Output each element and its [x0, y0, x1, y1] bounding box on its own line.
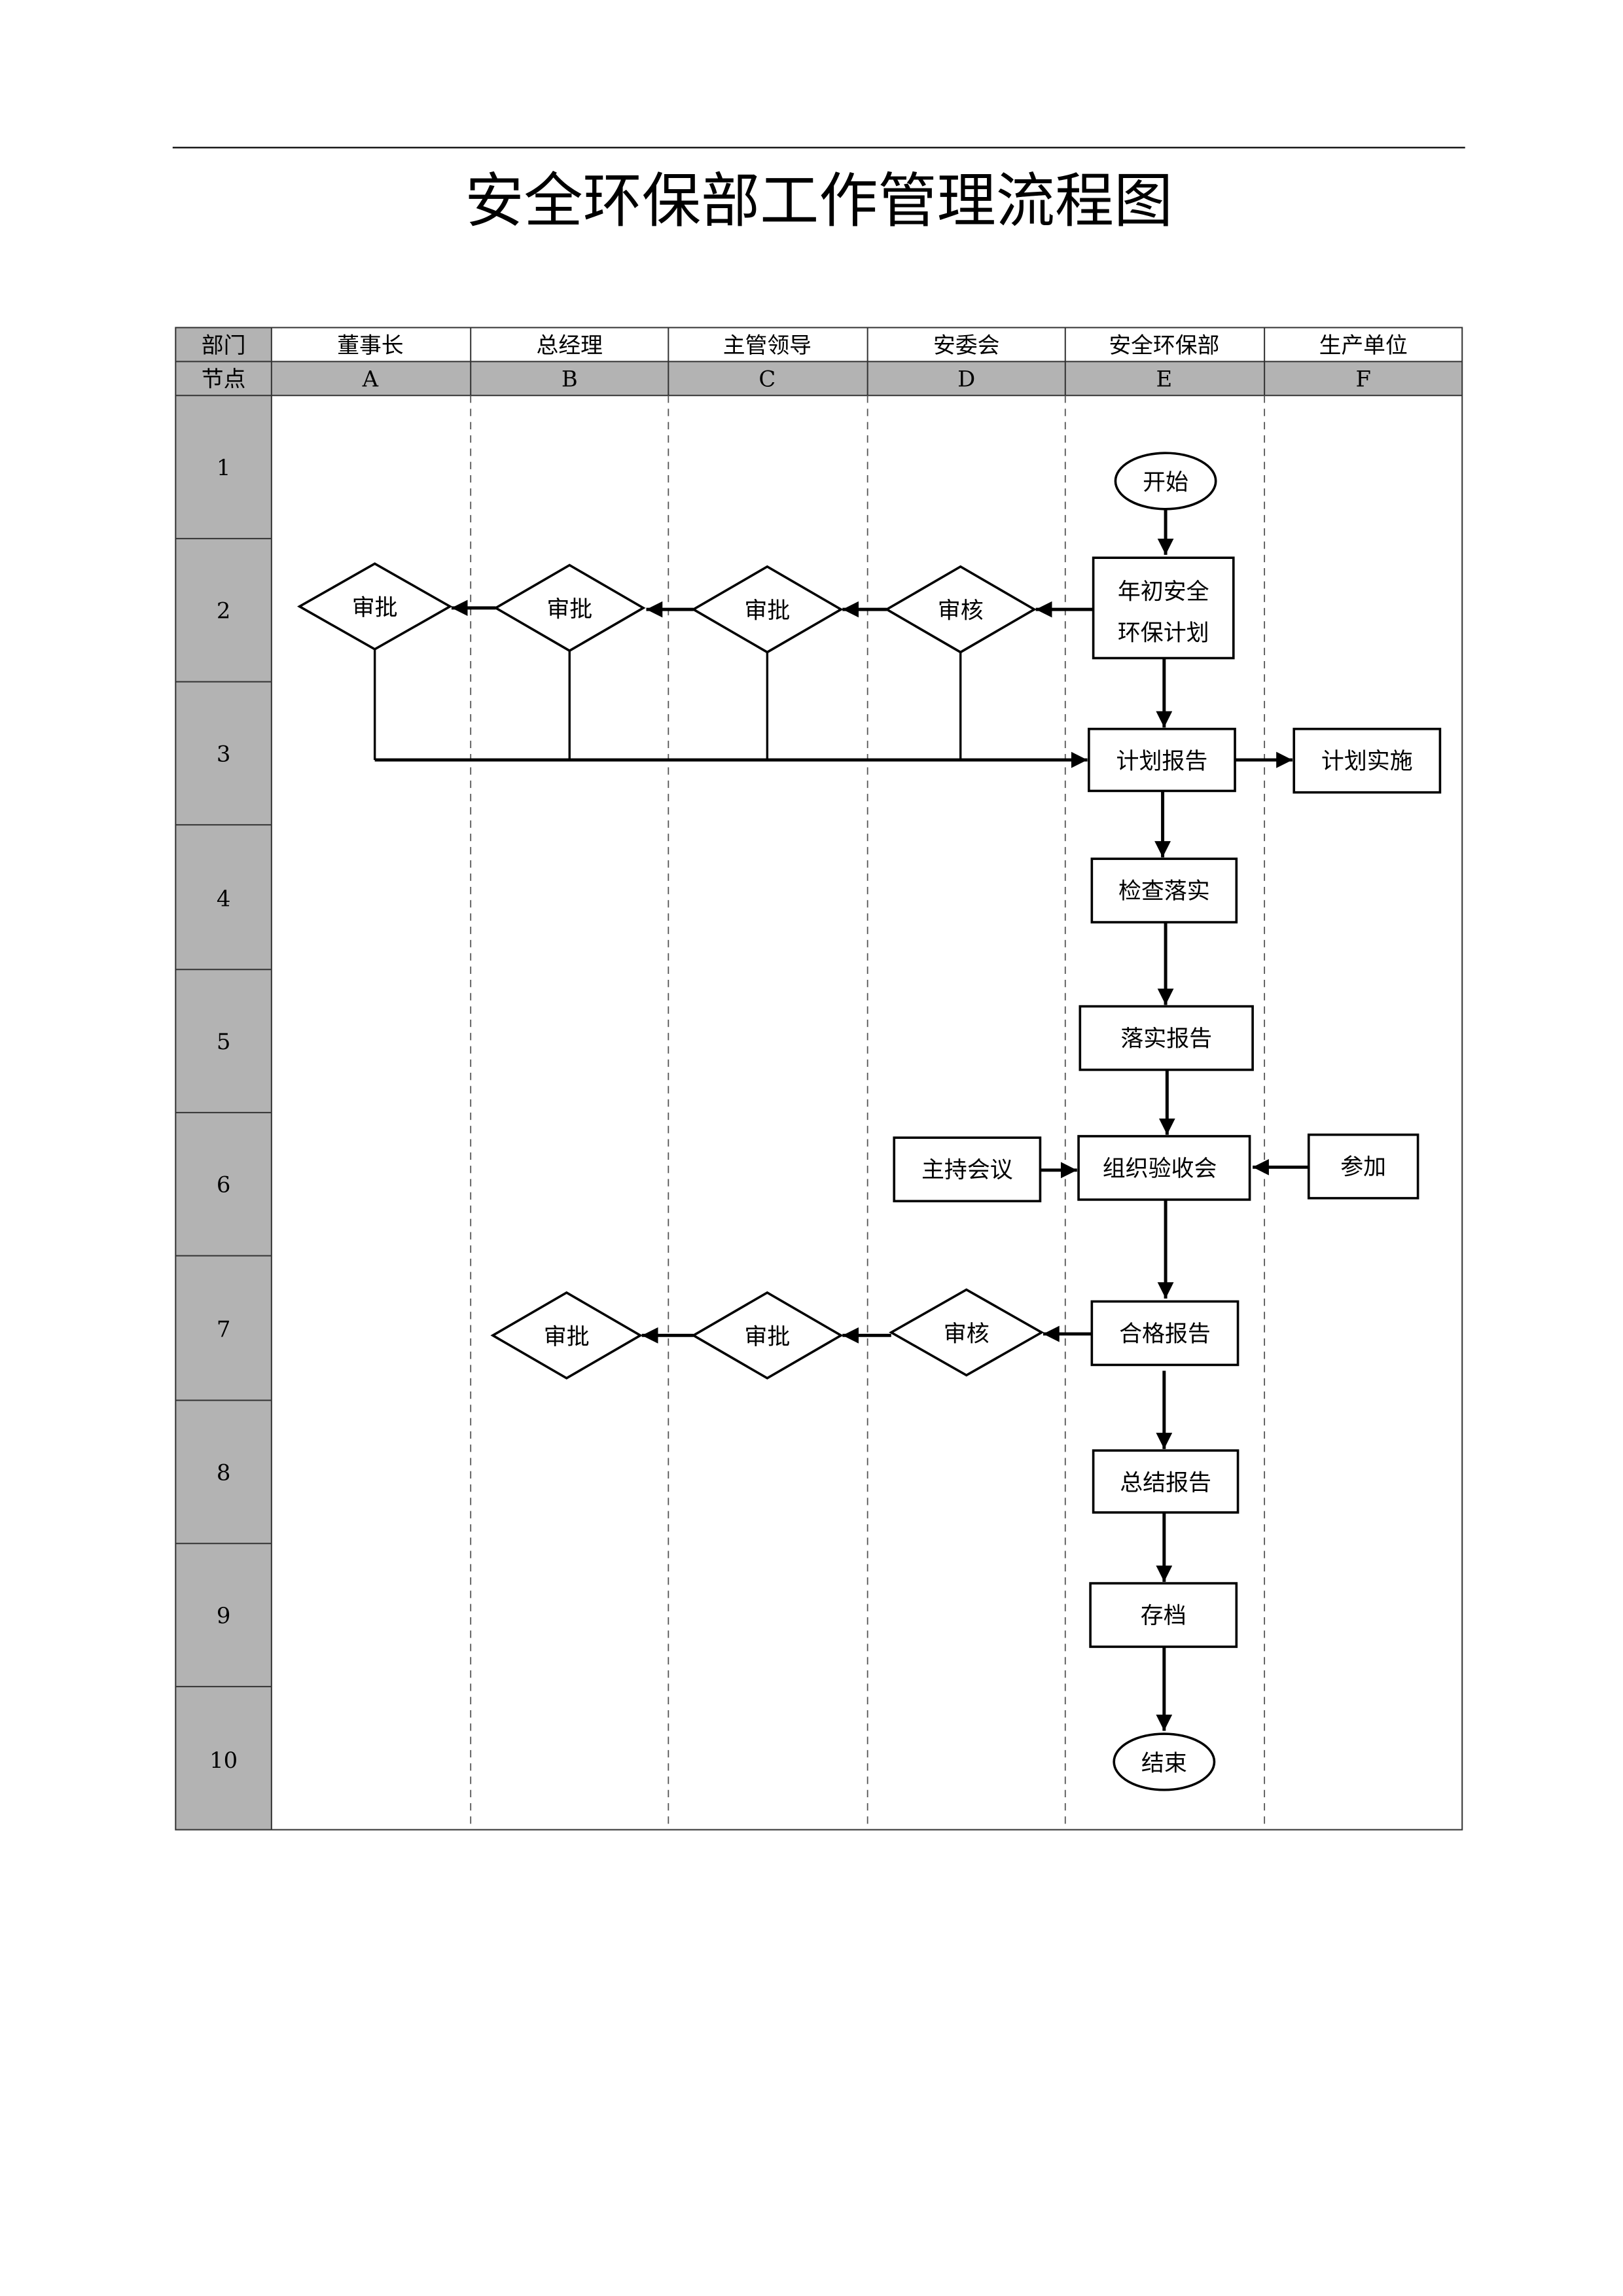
node-qualified-report-label: 合格报告 — [1119, 1321, 1211, 1347]
node-acceptance-meeting: 组织验收会 — [1077, 1135, 1251, 1201]
node-approve-c7-label: 审批 — [744, 1324, 790, 1350]
node-end-label: 结束 — [1141, 1750, 1187, 1776]
node-host-meeting-label: 主持会议 — [921, 1157, 1013, 1183]
node-archive: 存档 — [1089, 1582, 1238, 1648]
row-number: 5 — [217, 1029, 231, 1054]
node-approve-a2: 审批 — [297, 562, 453, 651]
code-a: A — [362, 367, 379, 392]
row-number: 2 — [217, 598, 231, 624]
node-implementation-report: 落实报告 — [1079, 1005, 1254, 1071]
dept-a: 董事长 — [337, 332, 403, 358]
code-c: C — [758, 367, 776, 392]
page-title: 安全环保部工作管理流程图 — [465, 167, 1173, 236]
row-number: 7 — [217, 1317, 231, 1342]
node-plan-report-label: 计划报告 — [1116, 749, 1208, 775]
node-review-d2-label: 审核 — [938, 598, 984, 624]
node-header-label: 节点 — [202, 367, 246, 392]
node-review-d7-label: 审核 — [944, 1321, 990, 1347]
dept-e: 安全环保部 — [1109, 332, 1219, 358]
connectors — [373, 509, 1309, 1731]
node-attend-label: 参加 — [1340, 1155, 1386, 1181]
row-number: 8 — [217, 1460, 231, 1485]
node-plan-implementation-label: 计划实施 — [1321, 749, 1413, 775]
code-e: E — [1156, 367, 1172, 392]
code-d: D — [957, 367, 975, 392]
node-end: 结束 — [1113, 1732, 1216, 1791]
node-archive-label: 存档 — [1141, 1603, 1186, 1629]
row-number: 4 — [217, 886, 231, 911]
row-number: 10 — [209, 1748, 238, 1773]
dept-header-label: 部门 — [202, 332, 246, 358]
node-start: 开始 — [1114, 452, 1217, 511]
node-summary-report-label: 总结报告 — [1120, 1470, 1211, 1496]
dept-c: 主管领导 — [723, 332, 812, 358]
row-number: 3 — [217, 741, 231, 766]
dept-d: 安委会 — [933, 332, 999, 358]
node-host-meeting: 主持会议 — [893, 1136, 1042, 1202]
code-f: F — [1355, 367, 1370, 392]
node-annual-plan: 年初安全 环保计划 — [1092, 556, 1235, 660]
node-plan-implementation: 计划实施 — [1293, 727, 1442, 794]
dept-f: 生产单位 — [1319, 332, 1408, 358]
row-dividers — [175, 537, 272, 1687]
row-number: 6 — [217, 1172, 231, 1198]
node-start-label: 开始 — [1143, 469, 1188, 495]
code-b: B — [562, 367, 578, 392]
lane-dividers — [470, 395, 1266, 1830]
node-acceptance-meeting-label: 组织验收会 — [1103, 1156, 1217, 1182]
node-plan-report: 计划报告 — [1088, 727, 1236, 793]
node-inspect-label: 检查落实 — [1118, 878, 1210, 905]
node-approve-b7: 审批 — [490, 1291, 643, 1380]
row-number: 9 — [217, 1603, 231, 1628]
header-column-dividers — [470, 327, 1266, 396]
node-approve-b2-label: 审批 — [546, 596, 592, 622]
node-qualified-report: 合格报告 — [1090, 1300, 1240, 1367]
node-attend: 参加 — [1307, 1133, 1419, 1200]
node-review-d2: 审核 — [884, 565, 1037, 654]
node-approve-b2: 审批 — [493, 564, 646, 653]
node-implementation-report-label: 落实报告 — [1120, 1026, 1212, 1052]
node-review-d7: 审核 — [889, 1288, 1044, 1377]
node-approve-c2-label: 审批 — [744, 598, 790, 624]
dept-b: 总经理 — [537, 332, 603, 358]
swimlane-table: 部门 节点 董事长 总经理 主管领导 安委会 安全环保部 生产单位 A B C … — [175, 327, 1463, 1831]
node-approve-b7-label: 审批 — [544, 1324, 590, 1350]
node-annual-plan-line2: 环保计划 — [1118, 620, 1209, 646]
row-number: 1 — [217, 455, 231, 480]
node-approve-c2: 审批 — [691, 565, 844, 654]
node-approve-c7: 审批 — [691, 1291, 844, 1380]
node-annual-plan-line1: 年初安全 — [1118, 579, 1209, 605]
node-inspect: 检查落实 — [1090, 857, 1238, 924]
node-approve-a2-label: 审批 — [352, 595, 398, 621]
node-summary-report: 总结报告 — [1092, 1449, 1240, 1514]
